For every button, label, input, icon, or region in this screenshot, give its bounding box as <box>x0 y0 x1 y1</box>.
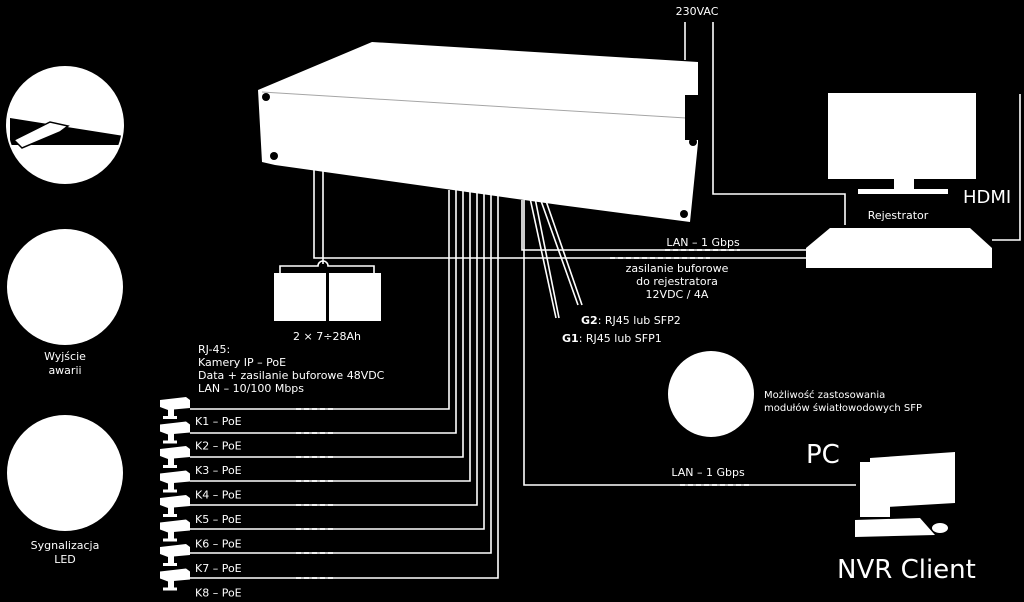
camera-label: K8 – PoE <box>195 587 242 600</box>
sfp-circle <box>668 351 754 437</box>
wires <box>190 22 1021 579</box>
alarm-output-label-2: awarii <box>48 364 81 377</box>
pc-workstation <box>855 452 955 537</box>
batteries-label: 2 × 7÷28Ah <box>293 330 361 343</box>
recorder-device: Rejestrator <box>806 209 992 268</box>
led-signaling-label-1: Sygnalizacja <box>31 539 100 552</box>
led-signaling-label-2: LED <box>54 553 76 566</box>
sfp-note-1: Możliwość zastosowania <box>764 389 885 401</box>
camera-icon <box>160 544 190 566</box>
hdmi-label: HDMI <box>963 187 1011 208</box>
camera-icon <box>160 495 190 517</box>
camera-icon <box>160 397 190 419</box>
camera-label: K5 – PoE <box>195 513 242 526</box>
poe-desc-4: LAN – 10/100 Mbps <box>198 382 304 395</box>
camera-label: K1 – PoE <box>195 415 242 428</box>
led-signaling-circle: Sygnalizacja LED <box>7 415 123 566</box>
rack-switch <box>258 42 698 222</box>
g2-label: G2: RJ45 lub SFP2 <box>581 314 681 327</box>
monitor <box>828 93 976 194</box>
camera-label: K6 – PoE <box>195 538 242 551</box>
g1-label: G1: RJ45 lub SFP1 <box>562 332 662 345</box>
poe-desc-1: RJ-45: <box>198 343 230 356</box>
sfp-note-2: modułów światłowodowych SFP <box>764 402 922 414</box>
alarm-output-label-1: Wyjście <box>44 350 86 363</box>
camera-label: K7 – PoE <box>195 562 242 575</box>
batteries: 2 × 7÷28Ah <box>274 260 381 343</box>
poe-desc-3: Data + zasilanie buforowe 48VDC <box>198 369 385 382</box>
recorder-label: Rejestrator <box>868 209 929 222</box>
nvr-client-label: NVR Client <box>837 555 976 585</box>
rj45-label: RJ-45 <box>51 152 89 167</box>
camera-icon <box>160 421 190 444</box>
g1-code: G1 <box>562 332 579 345</box>
lan-recorder-label: LAN – 1 Gbps <box>666 236 740 249</box>
poe-desc-2: Kamery IP – PoE <box>198 356 286 369</box>
alarm-output-circle: Wyjście awarii <box>7 229 123 377</box>
cameras: K1 – PoE K2 – PoE K3 – PoE K4 – PoE K5 – PoE… <box>160 397 242 600</box>
backup-power-label-1: zasilanie buforowe <box>626 262 729 275</box>
camera-icon <box>160 446 190 468</box>
rj45-detail-circle: RJ-45 <box>6 66 124 184</box>
camera-icon <box>160 568 190 591</box>
lan-pc-label: LAN – 1 Gbps <box>671 466 745 479</box>
camera-icon <box>160 470 190 493</box>
pc-label: PC <box>806 440 840 470</box>
backup-power-label-2: do rejestratora <box>636 275 718 288</box>
camera-label: K2 – PoE <box>195 440 242 453</box>
ac-power-label: 230VAC <box>676 5 719 18</box>
backup-power-label-3: 12VDC / 4A <box>646 288 709 301</box>
camera-label: K3 – PoE <box>195 464 242 477</box>
g1-desc: : RJ45 lub SFP1 <box>579 332 662 345</box>
g2-code: G2 <box>581 314 598 327</box>
camera-icon <box>160 519 190 542</box>
camera-label: K4 – PoE <box>195 489 242 502</box>
g2-desc: : RJ45 lub SFP2 <box>598 314 681 327</box>
